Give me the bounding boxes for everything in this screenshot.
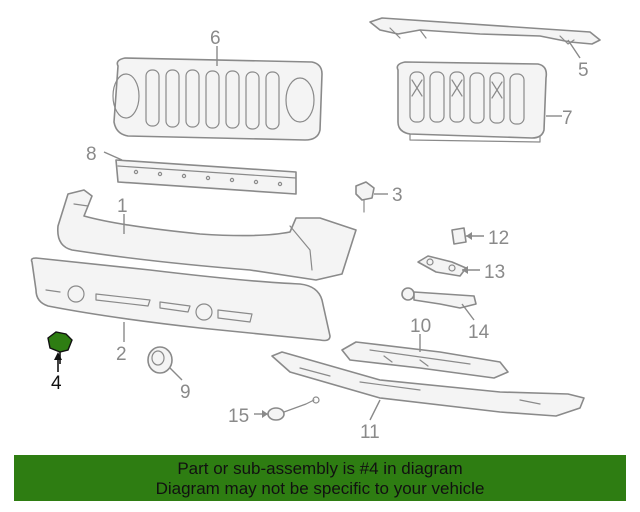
callout-6: 6 — [210, 28, 221, 49]
loop-part[interactable] — [267, 396, 320, 421]
cap-part[interactable] — [147, 346, 173, 374]
grille-insert-part[interactable] — [396, 61, 548, 143]
grille-part[interactable] — [112, 57, 323, 141]
leader-4-arrow — [54, 352, 62, 360]
callout-5: 5 — [578, 60, 589, 81]
leader-14 — [461, 303, 475, 321]
leader-5 — [567, 39, 581, 59]
leader-9 — [169, 367, 183, 381]
leader-11 — [369, 399, 381, 421]
callout-2: 2 — [116, 344, 127, 365]
callout-1: 1 — [117, 196, 128, 217]
callout-4: 4 — [51, 373, 62, 394]
callout-7: 7 — [562, 108, 573, 129]
callout-11: 11 — [360, 422, 380, 443]
callout-13: 13 — [484, 262, 505, 283]
lower-fascia-part[interactable] — [30, 257, 331, 342]
callout-12: 12 — [488, 228, 509, 249]
push-pin-part[interactable] — [47, 331, 73, 364]
callout-10: 10 — [410, 316, 431, 337]
bolt-part[interactable] — [355, 181, 375, 213]
callout-8: 8 — [86, 144, 97, 165]
banner-line-2: Diagram may not be specific to your vehi… — [155, 479, 485, 498]
upper-bracket-part[interactable] — [369, 17, 601, 45]
leader-12-arrow — [466, 232, 472, 240]
clip-part[interactable] — [451, 227, 467, 245]
callout-3: 3 — [392, 185, 403, 206]
front-fascia-part[interactable] — [56, 189, 357, 281]
callout-15: 15 — [228, 406, 249, 427]
leader-15-arrow — [262, 410, 268, 418]
lower-valance-part[interactable] — [271, 351, 585, 417]
callout-9: 9 — [180, 382, 191, 403]
banner-line-1: Part or sub-assembly is #4 in diagram — [177, 459, 463, 478]
callout-14: 14 — [468, 322, 490, 343]
info-banner: Part or sub-assembly is #4 in diagram Di… — [14, 455, 626, 501]
bracket-14-part[interactable] — [401, 287, 477, 309]
leader-8 — [103, 151, 123, 161]
lower-reinforcement-part[interactable] — [341, 341, 509, 379]
leader-13-arrow — [462, 266, 468, 274]
parts-diagram: 6 5 7 8 — [30, 17, 601, 443]
bracket-13-part[interactable] — [417, 255, 467, 277]
reinforcement-bar-part[interactable] — [115, 159, 297, 195]
